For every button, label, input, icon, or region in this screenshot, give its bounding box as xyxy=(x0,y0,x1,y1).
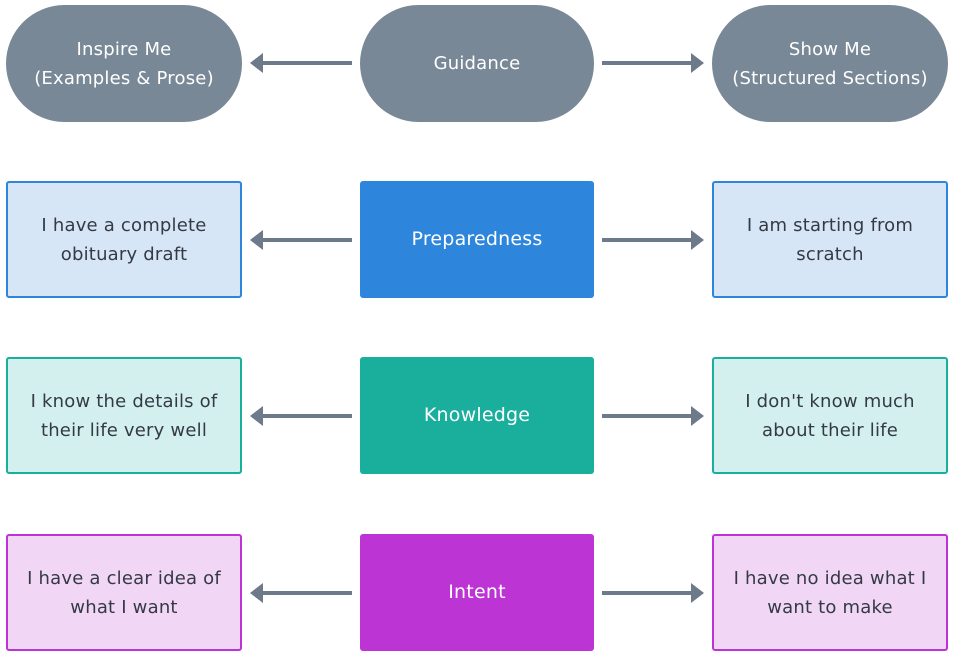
intent-left-node: I have a clear idea of what I want xyxy=(6,534,242,651)
guidance-right-line1: Show Me xyxy=(788,38,872,60)
preparedness-left-arrow xyxy=(250,230,352,250)
knowledge-left-arrow xyxy=(250,406,352,426)
guidance-right-arrow xyxy=(602,53,704,73)
intent-right-node: I have no idea what I want to make xyxy=(712,534,948,651)
knowledge-center-node: Knowledge xyxy=(360,357,594,474)
knowledge-right-line1: I don't know much xyxy=(745,390,915,412)
intent-center-node: Intent xyxy=(360,534,594,651)
knowledge-right-arrow xyxy=(602,406,704,426)
guidance-right-node: Show Me (Structured Sections) xyxy=(712,5,948,122)
intent-right-arrow xyxy=(602,583,704,603)
guidance-left-line2: (Examples & Prose) xyxy=(34,67,214,89)
preparedness-left-line1: I have a complete xyxy=(41,214,207,236)
intent-right-line2: want to make xyxy=(767,596,893,618)
guidance-left-line1: Inspire Me xyxy=(76,38,172,60)
intent-left-line1: I have a clear idea of xyxy=(27,567,221,589)
guidance-left-node: Inspire Me (Examples & Prose) xyxy=(6,5,242,122)
knowledge-center-label: Knowledge xyxy=(423,404,531,426)
knowledge-left-node: I know the details of their life very we… xyxy=(6,357,242,474)
intent-left-arrow xyxy=(250,583,352,603)
guidance-right-line2: (Structured Sections) xyxy=(732,67,928,89)
preparedness-left-line2: obituary draft xyxy=(60,243,188,265)
knowledge-right-node: I don't know much about their life xyxy=(712,357,948,474)
preparedness-right-line2: scratch xyxy=(796,243,864,265)
guidance-left-arrow xyxy=(250,53,352,73)
intent-left-line2: what I want xyxy=(70,596,178,618)
preparedness-center-label: Preparedness xyxy=(411,228,543,250)
knowledge-right-line2: about their life xyxy=(762,419,898,441)
knowledge-left-line2: their life very well xyxy=(40,419,208,441)
intent-center-label: Intent xyxy=(448,581,506,603)
guidance-center-node: Guidance xyxy=(360,5,594,122)
intent-right-line1: I have no idea what I xyxy=(733,567,927,589)
preparedness-right-node: I am starting from scratch xyxy=(712,181,948,298)
preparedness-right-arrow xyxy=(602,230,704,250)
preparedness-right-line1: I am starting from xyxy=(746,214,914,236)
guidance-center-label: Guidance xyxy=(433,53,521,74)
knowledge-left-line1: I know the details of xyxy=(30,390,218,412)
preparedness-center-node: Preparedness xyxy=(360,181,594,298)
preparedness-left-node: I have a complete obituary draft xyxy=(6,181,242,298)
